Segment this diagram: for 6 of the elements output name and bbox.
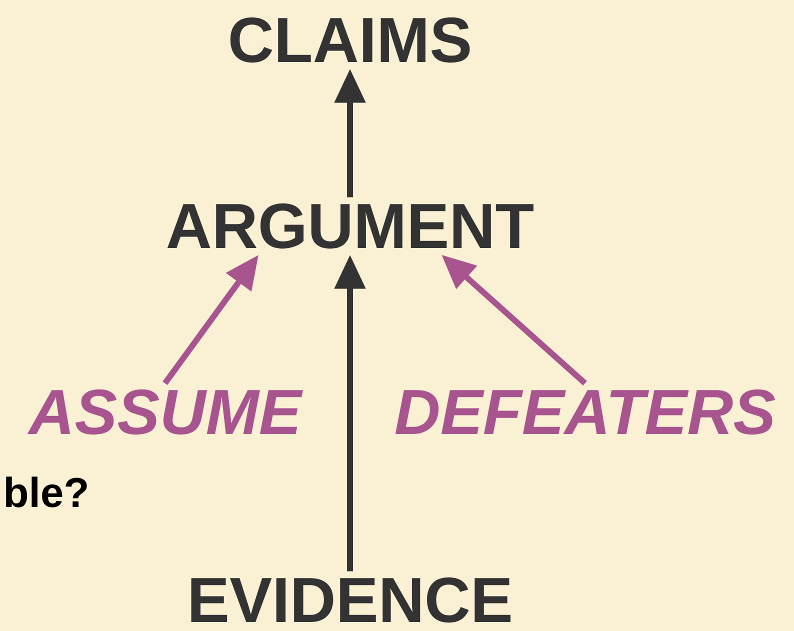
node-label: ASSUME [27, 389, 303, 435]
text-fragment: ble? [6, 476, 87, 508]
node-label: CLAIMS [230, 17, 470, 63]
node-label: EVIDENCE [191, 577, 510, 623]
node-label: DEFEATERS [395, 389, 776, 435]
node-label: ARGUMENT [167, 203, 534, 249]
